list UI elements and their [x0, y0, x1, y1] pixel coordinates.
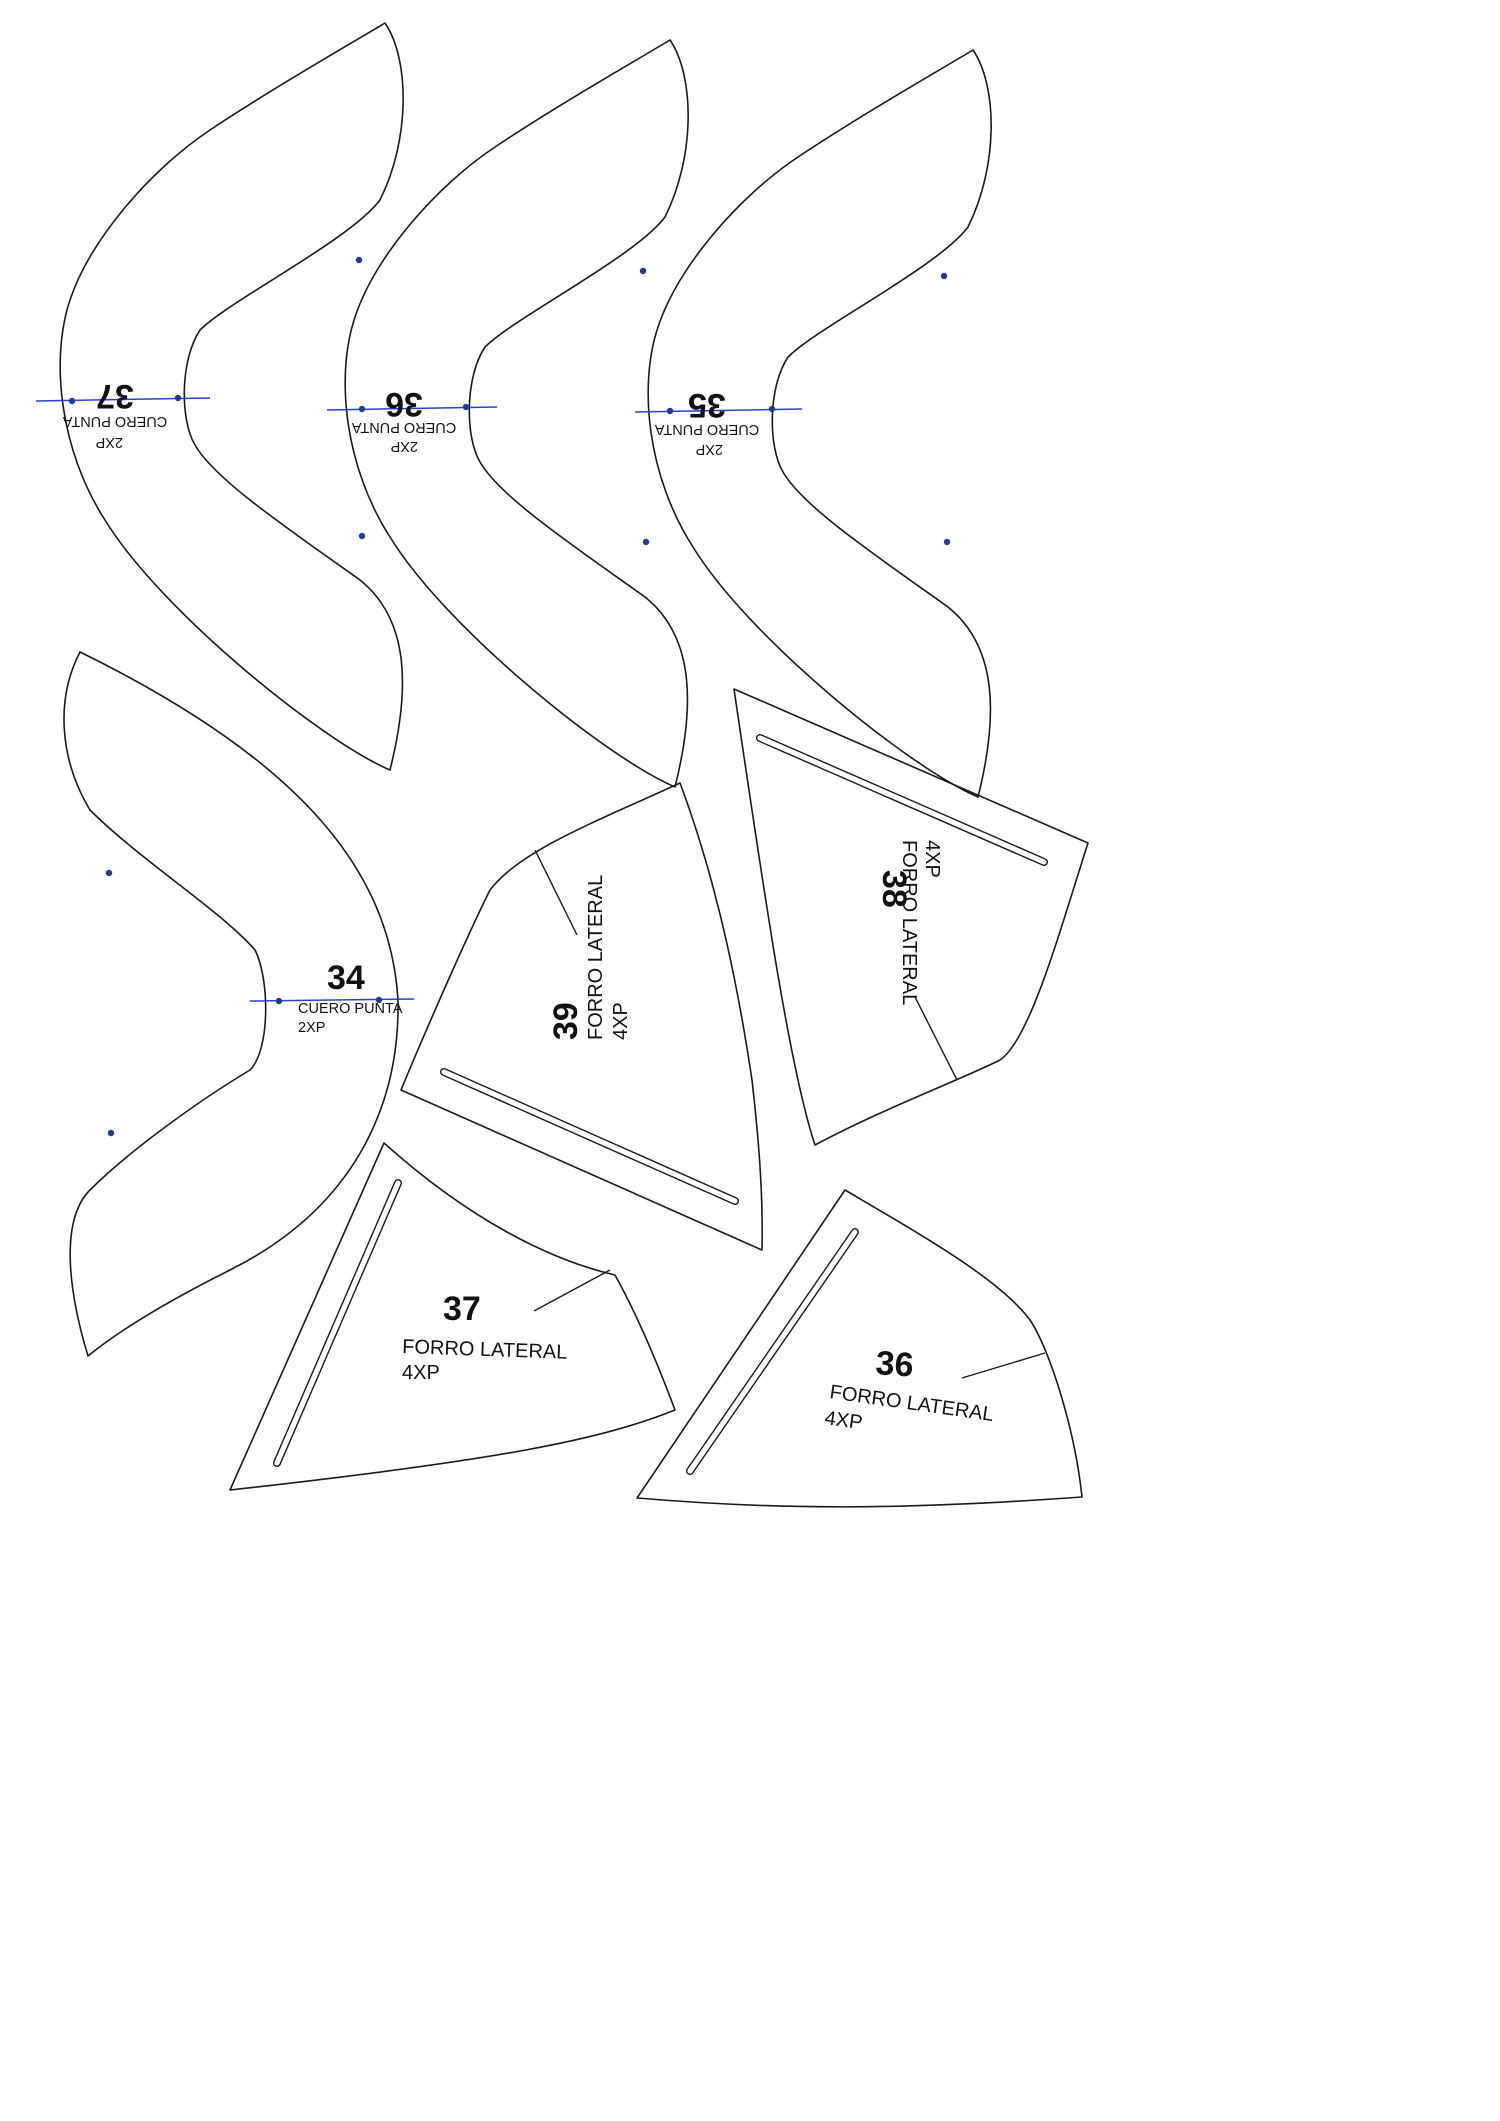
slot-inner	[274, 1180, 401, 1466]
piece-name: FORRO LATERAL	[898, 840, 920, 1005]
piece-number: 36	[874, 1344, 914, 1385]
piece-quantity: 4XP	[610, 1002, 632, 1040]
piece-number: 37	[96, 377, 134, 415]
piece-name: CUERO PUNTA	[62, 413, 167, 429]
piece-quantity: 4XP	[402, 1362, 440, 1384]
slot-inner	[687, 1229, 858, 1474]
reference-dot	[358, 405, 366, 413]
piece-number: 34	[327, 959, 365, 997]
piece-number: 35	[688, 386, 726, 424]
piece-name: FORRO LATERAL	[585, 875, 607, 1040]
reference-dot	[105, 869, 113, 877]
piece-outline	[733, 688, 1089, 1146]
reference-dot	[639, 267, 647, 275]
piece-number: 38	[875, 870, 913, 908]
piece-quantity: 2XP	[96, 434, 123, 450]
reference-dot	[68, 397, 76, 405]
piece-forro-lateral-36: 36 FORRO LATERAL 4XP	[636, 1189, 1083, 1508]
reference-dot	[355, 256, 363, 264]
piece-name: CUERO PUNTA	[351, 419, 456, 435]
piece-number: 37	[443, 1290, 481, 1328]
reference-dot	[107, 1129, 115, 1137]
notch-line	[534, 849, 578, 936]
piece-outline	[63, 651, 399, 1357]
piece-quantity: 2XP	[391, 438, 418, 454]
piece-cuero-punta-37: 37 CUERO PUNTA 2XP	[35, 22, 404, 771]
piece-name: CUERO PUNTA	[654, 421, 759, 437]
piece-number: 39	[547, 1002, 585, 1040]
piece-outline	[636, 1189, 1083, 1508]
reference-dot	[462, 403, 470, 411]
piece-forro-lateral-38: 38 FORRO LATERAL 4XP	[733, 688, 1089, 1146]
reference-dot	[940, 272, 948, 280]
notch-line	[533, 1269, 611, 1312]
reference-dot	[666, 407, 674, 415]
piece-name: CUERO PUNTA	[298, 1001, 403, 1017]
piece-outline	[229, 1142, 676, 1491]
notch-line	[961, 1352, 1046, 1379]
piece-number: 36	[385, 385, 423, 423]
reference-dot	[174, 394, 182, 402]
piece-quantity: 2XP	[298, 1020, 325, 1036]
reference-dot	[375, 996, 383, 1004]
piece-cuero-punta-35: 35 CUERO PUNTA 2XP	[634, 49, 992, 798]
piece-name: FORRO LATERAL	[402, 1336, 568, 1364]
reference-dot	[642, 538, 650, 546]
reference-dot	[358, 532, 366, 540]
piece-forro-lateral-37: 37 FORRO LATERAL 4XP	[229, 1142, 676, 1491]
piece-quantity: 4XP	[921, 840, 943, 878]
slot-inner	[441, 1069, 738, 1204]
piece-outline	[400, 782, 763, 1251]
piece-quantity: 4XP	[823, 1407, 864, 1434]
reference-dot	[275, 997, 283, 1005]
reference-dot	[943, 538, 951, 546]
piece-forro-lateral-39: 39 FORRO LATERAL 4XP	[400, 782, 763, 1251]
reference-dot	[768, 405, 776, 413]
notch-line	[914, 996, 958, 1081]
slot-inner	[757, 735, 1047, 865]
piece-quantity: 2XP	[696, 441, 723, 457]
piece-cuero-punta-34: 34 CUERO PUNTA 2XP	[63, 651, 415, 1357]
piece-cuero-punta-36: 36 CUERO PUNTA 2XP	[326, 39, 689, 788]
